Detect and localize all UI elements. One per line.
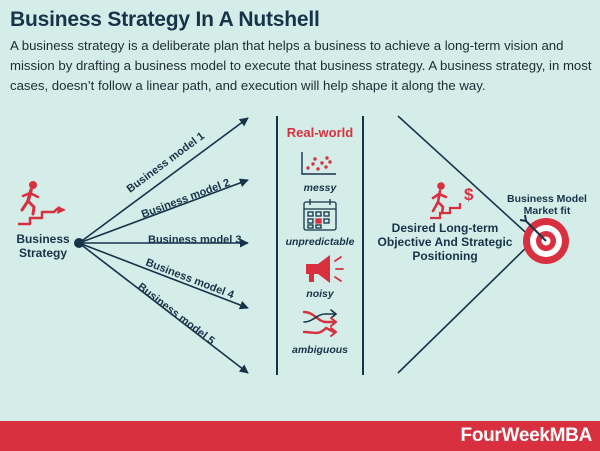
brand-logo-text: FourWeekMBA bbox=[460, 425, 593, 446]
objective-line2: Objective And Strategic bbox=[378, 235, 513, 249]
objective-line1: Desired Long-term bbox=[392, 221, 499, 235]
running-person-icon bbox=[18, 181, 66, 226]
origin-label-line2: Strategy bbox=[19, 246, 67, 260]
converge-line-bottom bbox=[397, 239, 535, 374]
megaphone-icon bbox=[306, 255, 344, 283]
origin-node bbox=[74, 238, 84, 248]
real-world-item-2: unpredictable bbox=[286, 236, 355, 248]
model-label-3: Business model 3 bbox=[148, 234, 242, 246]
real-world-heading: Real-world bbox=[287, 125, 354, 140]
fit-label-line2: Market fit bbox=[524, 205, 571, 217]
model-arrow-4 bbox=[78, 242, 249, 310]
model-label-1: Business model 1 bbox=[125, 130, 207, 195]
svg-text:$: $ bbox=[464, 185, 474, 204]
objective-line3: Positioning bbox=[412, 249, 477, 263]
fit-label-line1: Business Model bbox=[507, 193, 587, 205]
converge-line-top bbox=[397, 115, 535, 241]
target-icon bbox=[519, 214, 569, 264]
model-arrow-2 bbox=[78, 178, 249, 244]
calendar-icon bbox=[303, 199, 337, 231]
page-title: Business Strategy In A Nutshell bbox=[10, 8, 320, 31]
description-text: A business strategy is a deliberate plan… bbox=[10, 38, 592, 93]
model-arrow-5 bbox=[78, 242, 249, 374]
footer-bar: FourWeekMBA bbox=[0, 421, 600, 451]
origin-label-line1: Business bbox=[16, 232, 70, 246]
scatter-chart-icon bbox=[301, 152, 336, 175]
model-arrow-1 bbox=[78, 117, 249, 244]
real-world-item-1: messy bbox=[304, 182, 338, 194]
real-world-item-3: noisy bbox=[306, 288, 335, 300]
real-world-item-4: ambiguous bbox=[292, 344, 348, 356]
goal-climber-icon: $ bbox=[430, 182, 474, 220]
model-label-2: Business model 2 bbox=[140, 177, 232, 221]
tangled-arrows-icon bbox=[302, 309, 338, 337]
